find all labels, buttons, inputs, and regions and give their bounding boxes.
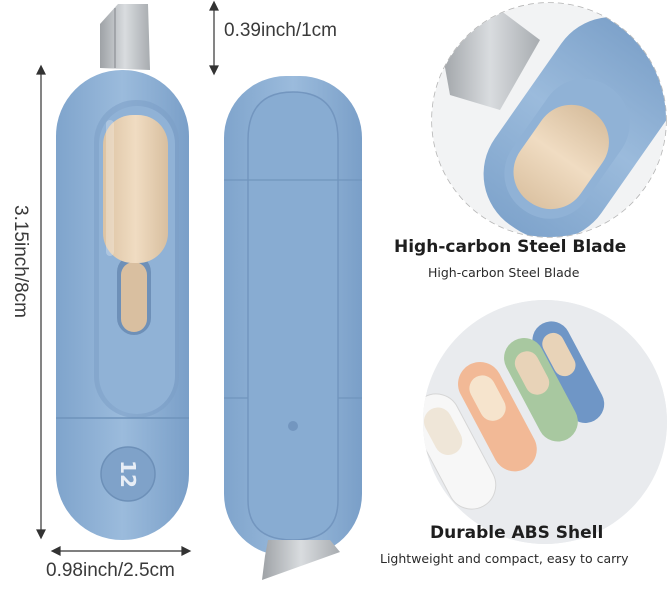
blade-detail-circle: [431, 2, 667, 238]
blade-extension-label: 0.39inch/1cm: [224, 20, 338, 41]
color-variants-circle: [423, 300, 667, 544]
blade-slider: [103, 115, 168, 263]
blade-tip: [100, 4, 150, 70]
knife-back-view: [224, 76, 362, 580]
blade-bottom: [262, 540, 340, 580]
width-label: 0.98inch/2.5cm: [46, 560, 175, 581]
dimension-lines: [36, 0, 219, 556]
model-badge: [100, 446, 156, 502]
length-label: 3.15inch/8cm: [10, 205, 31, 319]
feature-title-shell: Durable ABS Shell: [430, 523, 604, 543]
model-number: 12: [116, 460, 140, 488]
feature-title-blade: High-carbon Steel Blade: [394, 237, 627, 257]
feature-subtitle-shell: Lightweight and compact, easy to carry: [380, 551, 629, 566]
feature-subtitle-blade: High-carbon Steel Blade: [428, 265, 580, 280]
knife-front-view: [56, 4, 189, 540]
